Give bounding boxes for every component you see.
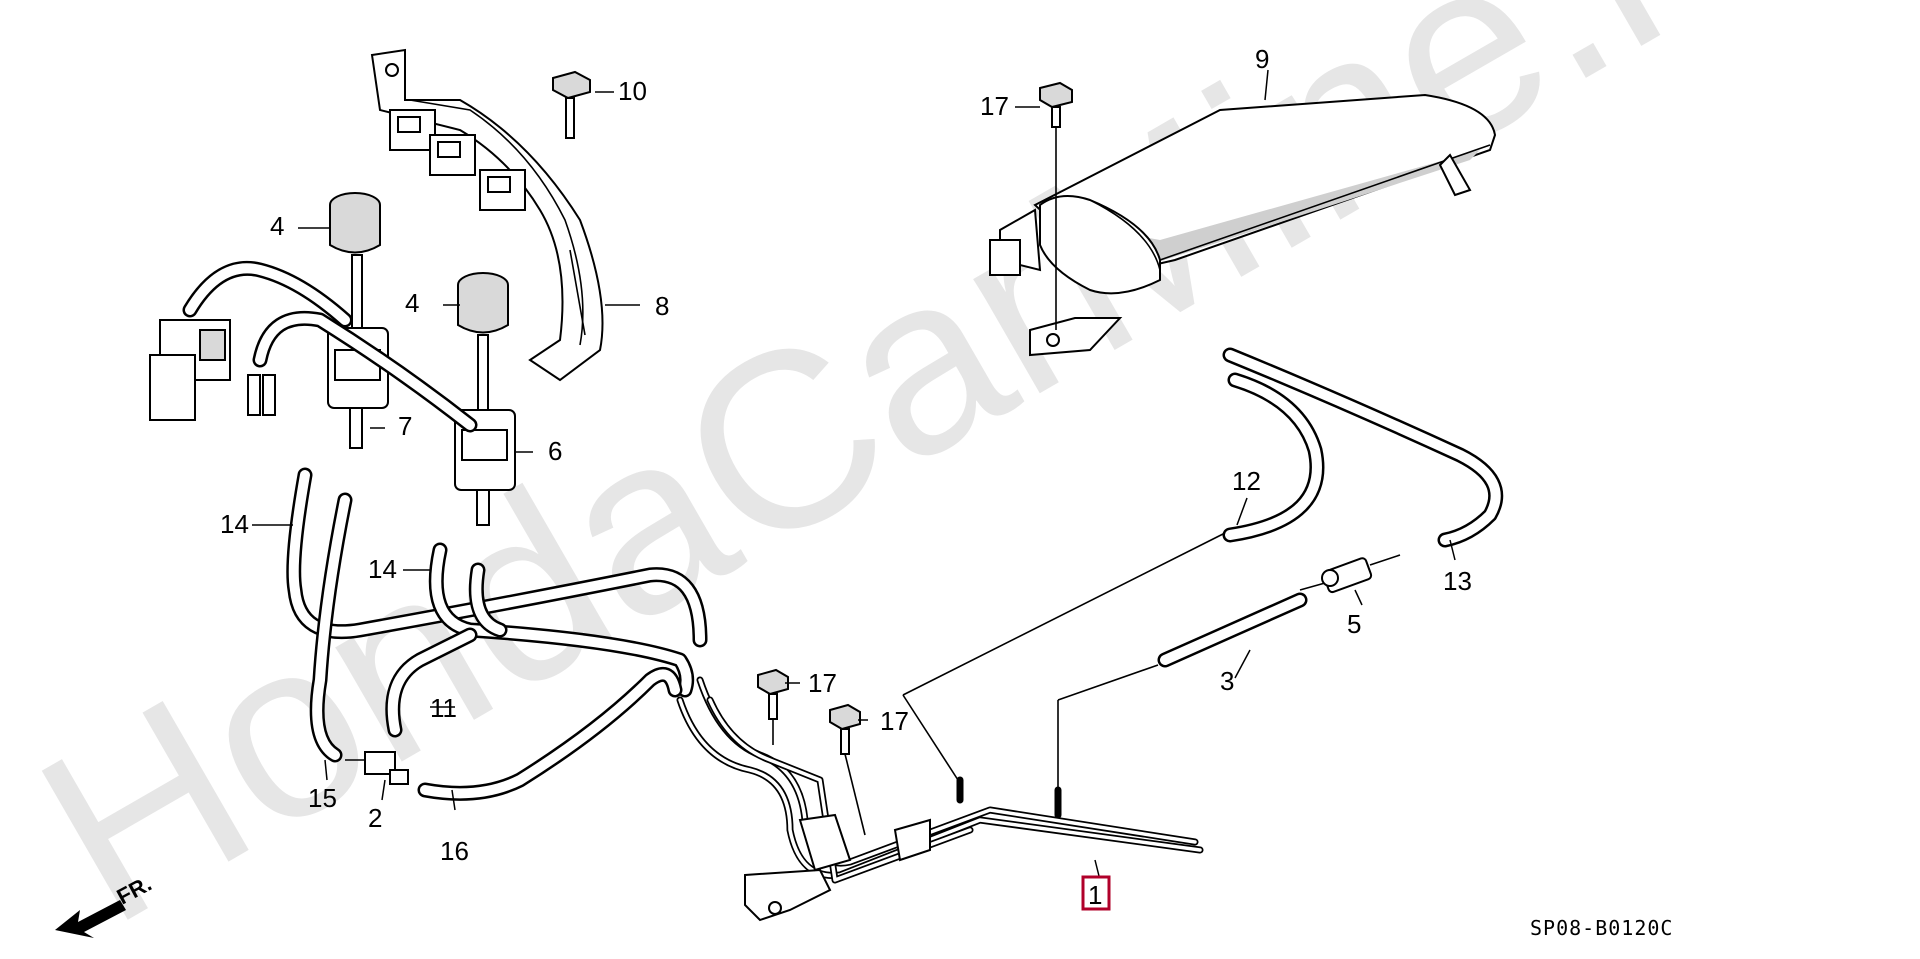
hose-15 — [428, 542, 695, 698]
valve-bracket — [370, 48, 604, 382]
highlight-box — [1081, 875, 1111, 911]
callout-8: 8 — [655, 291, 669, 321]
callout-9: 9 — [1255, 44, 1269, 74]
callout-16: 14 — [220, 509, 249, 539]
bolt-17-top — [1039, 81, 1073, 330]
callout-17-top: 17 — [980, 91, 1009, 121]
watermark-text: HondaCarMine.ru — [0, 0, 1845, 959]
check-valve — [1299, 554, 1401, 594]
callout-14-right: 16 — [440, 836, 469, 866]
callout-3: 3 — [1220, 666, 1234, 696]
hose-16 — [286, 467, 708, 763]
t-joint — [345, 751, 409, 785]
diagram-code: SP08-B0120C — [1530, 916, 1673, 940]
callout-2: 2 — [368, 803, 382, 833]
leader-lines — [252, 69, 1456, 881]
callout-13: 13 — [1443, 566, 1472, 596]
callout-4-lower: 4 — [405, 288, 419, 318]
callout-15: 14 — [368, 554, 397, 584]
callout-5: 5 — [1347, 609, 1361, 639]
callout-4-upper: 4 — [270, 211, 284, 241]
callout-17-mid: 17 — [808, 668, 837, 698]
callout-6: 6 — [548, 436, 562, 466]
callout-7: 7 — [398, 411, 412, 441]
charcoal-canister — [989, 93, 1497, 357]
hose-14-right — [417, 666, 683, 801]
bolt-17-low — [829, 703, 866, 836]
hose-3 — [1157, 592, 1308, 668]
solenoid-valve-right — [454, 272, 516, 526]
solenoid-valve-left — [327, 192, 389, 449]
callout-11: 11 — [430, 693, 457, 723]
callout-12: 12 — [1232, 466, 1261, 496]
callout-10: 10 — [618, 76, 647, 106]
callout-1[interactable]: 1 — [1088, 880, 1102, 910]
callout-17-low: 17 — [880, 706, 909, 736]
front-direction-arrow-icon — [55, 900, 126, 938]
bolt-10 — [552, 70, 591, 139]
hose-12 — [1222, 372, 1325, 543]
hose-13 — [1222, 347, 1504, 548]
connector — [149, 260, 478, 433]
hose-11 — [385, 627, 478, 738]
callout-14-left: 15 — [308, 783, 337, 813]
pipe-assembly — [676, 532, 1226, 922]
bolt-17-mid — [757, 668, 789, 745]
